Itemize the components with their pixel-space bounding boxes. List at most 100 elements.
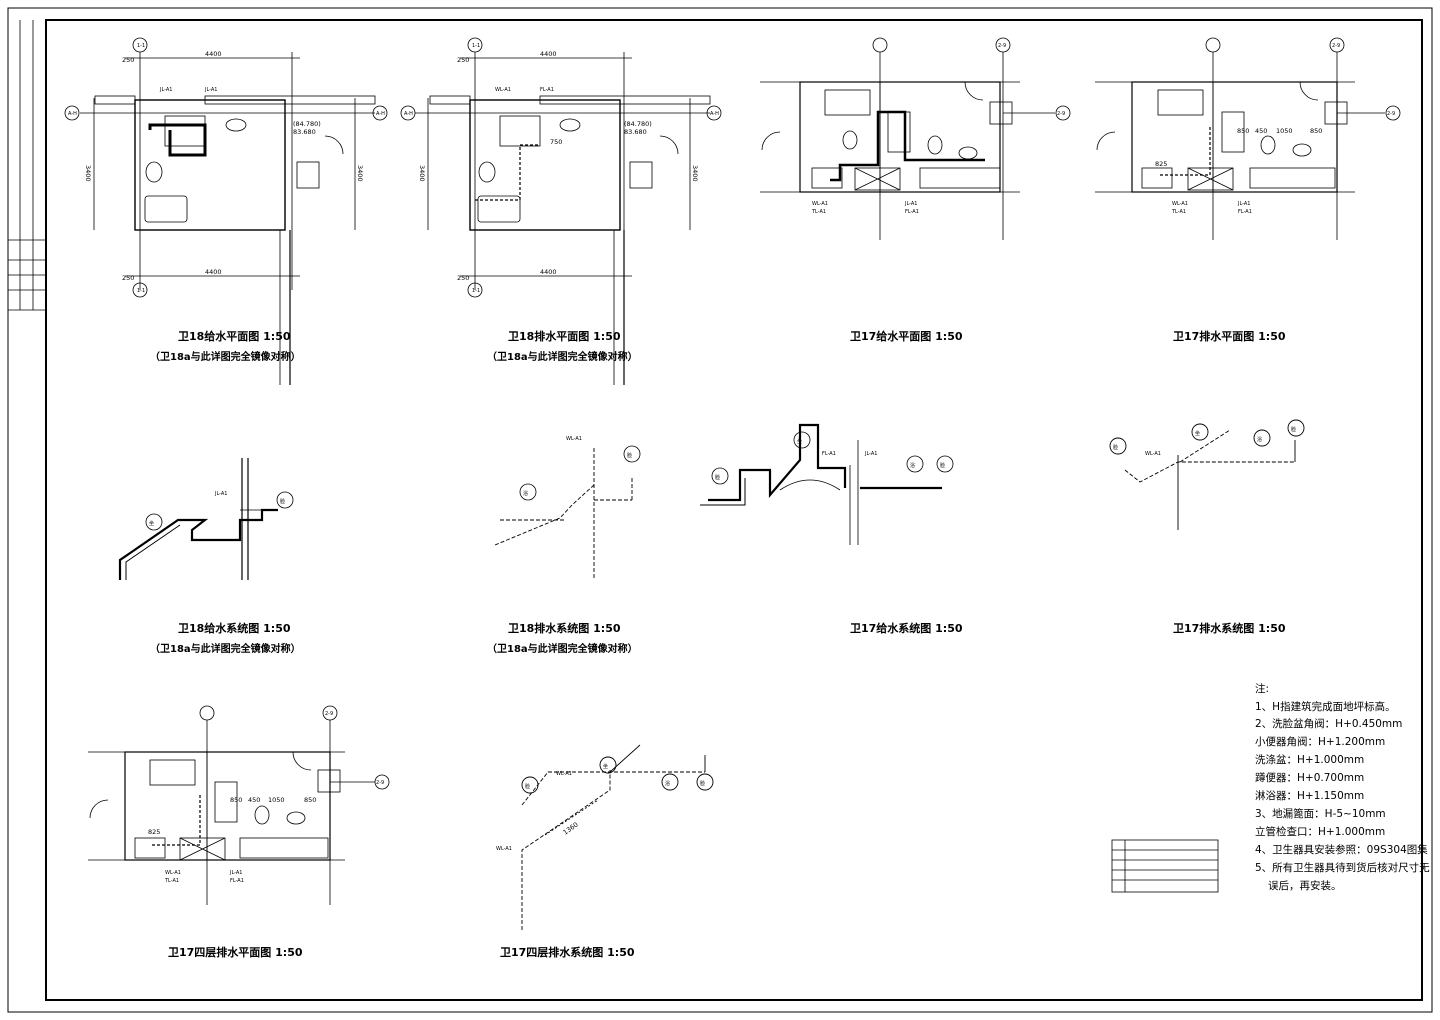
fixture-label: 坐 <box>149 520 154 527</box>
dim-text: 4400 <box>205 50 222 58</box>
system-17-drain <box>1109 419 1305 530</box>
axis-label: 2-9 <box>376 780 384 786</box>
pipe-tag: WL-A1 <box>495 87 511 93</box>
plan-17-4f-drain-title: 卫17四层排水平面图 1:50 <box>168 945 303 959</box>
pipe-tag: WL-A1 <box>1145 451 1161 457</box>
dim-text: 825 <box>1155 160 1167 168</box>
system-18-drain-title: 卫18排水系统图 1:50 <box>508 621 621 635</box>
plan-18-supply-note: （卫18a与此详图完全镜像对称） <box>150 350 301 363</box>
note-line: 1、H指建筑完成面地坪标高。 <box>1255 700 1396 713</box>
dim-text: 3400 <box>356 165 364 182</box>
system-18-supply <box>118 458 294 580</box>
dim-text: 850 <box>1237 127 1249 135</box>
elevation-text: 83.680 <box>624 128 647 136</box>
plan-18-supply <box>64 37 388 385</box>
note-line: 3、地漏篦面：H-5~10mm <box>1255 807 1386 820</box>
dim-text: 3400 <box>691 165 699 182</box>
axis-label: 2-9 <box>1387 111 1395 117</box>
plan-18-supply-title: 卫18给水平面图 1:50 <box>178 329 291 343</box>
dim-text: 450 <box>1255 127 1267 135</box>
note-line: 洗涤盆：H+1.000mm <box>1255 753 1364 766</box>
note-line: 蹲便器：H+0.700mm <box>1255 771 1364 784</box>
note-line: 淋浴器：H+1.150mm <box>1255 789 1364 802</box>
fixture-label: 浴 <box>665 780 670 787</box>
pipe-tag: TL-A1 <box>164 878 179 884</box>
notes-block: 注: 1、H指建筑完成面地坪标高。 2、洗脸盆角阀：H+0.450mm 小便器角… <box>1255 682 1430 892</box>
pipe-tag: FL-A1 <box>1238 209 1252 215</box>
dim-text: 1050 <box>1276 127 1293 135</box>
system-17-4f-drain <box>521 744 714 930</box>
dim-text: 750 <box>550 138 562 146</box>
system-18-supply-title: 卫18给水系统图 1:50 <box>178 621 291 635</box>
dim-text: 1050 <box>268 796 285 804</box>
axis-label: 2-9 <box>1332 43 1340 49</box>
plan-17-supply <box>760 37 1071 240</box>
dim-text: 250 <box>457 274 469 282</box>
axis-label: 1-1 <box>472 43 480 49</box>
pipe-tag: FL-A1 <box>822 451 836 457</box>
pipe-tag: JL-A1 <box>159 87 172 93</box>
axis-label: A-H <box>68 111 77 117</box>
axis-label: 2-9 <box>998 43 1006 49</box>
inner-border <box>45 19 1423 1001</box>
outer-border <box>7 7 1433 1013</box>
legend-table <box>1111 839 1219 893</box>
axis-label: A-H <box>710 111 719 117</box>
dim-text: 250 <box>457 56 469 64</box>
axis-label: 1-1 <box>472 288 480 294</box>
fixture-label: 脸 <box>1291 426 1296 433</box>
axis-label: 1-1 <box>137 288 145 294</box>
note-line: 5、所有卫生器具待到货后核对尺寸无 <box>1255 861 1430 874</box>
pipe-tag: JL-A1 <box>1237 201 1250 207</box>
system-17-4f-drain-title: 卫17四层排水系统图 1:50 <box>500 945 635 959</box>
system-17-drain-title: 卫17排水系统图 1:50 <box>1173 621 1286 635</box>
pipe-tag: FL-A1 <box>230 878 244 884</box>
fixture-label: 脸 <box>627 452 632 459</box>
dim-text: 250 <box>122 274 134 282</box>
axis-label: 1-1 <box>137 43 145 49</box>
system-18-supply-note: （卫18a与此详图完全镜像对称） <box>150 642 301 655</box>
pipe-tag: FL-A1 <box>540 87 554 93</box>
system-17-supply-title: 卫17给水系统图 1:50 <box>850 621 963 635</box>
axis-label: 2-9 <box>325 711 333 717</box>
system-17-supply <box>700 423 954 545</box>
note-line: 小便器角阀：H+1.200mm <box>1255 735 1385 748</box>
dim-text: 450 <box>248 796 260 804</box>
dim-text: 850 <box>230 796 242 804</box>
fixture-label: 脸 <box>940 462 945 469</box>
pipe-tag: WL-A1 <box>556 771 572 777</box>
axis-label: A-H <box>376 111 385 117</box>
dim-text: 3400 <box>418 165 426 182</box>
pipe-tag: JL-A1 <box>204 87 217 93</box>
pipe-tag: WL-A1 <box>1172 201 1188 207</box>
axis-label: 2-9 <box>1057 111 1065 117</box>
plan-18-drain <box>400 37 722 385</box>
binding-strip <box>8 20 46 311</box>
note-line: 立管检查口：H+1.000mm <box>1255 825 1385 838</box>
fixture-label: 脸 <box>280 498 285 505</box>
pipe-tag: JL-A1 <box>214 491 227 497</box>
fixture-label: 坐 <box>797 438 802 445</box>
fixture-label: 脸 <box>715 474 720 481</box>
fixture-label: 浴 <box>910 462 915 469</box>
elevation-text: (84.780) <box>624 120 652 128</box>
plan-18-drain-note: （卫18a与此详图完全镜像对称） <box>487 350 638 363</box>
dim-text: 250 <box>122 56 134 64</box>
fixture-label: 浴 <box>1257 436 1262 443</box>
dim-text: 4400 <box>205 268 222 276</box>
plan-17-drain-title: 卫17排水平面图 1:50 <box>1173 329 1286 343</box>
fixture-label: 坐 <box>603 763 608 770</box>
pipe-tag: JL-A1 <box>904 201 917 207</box>
dim-text: 4400 <box>540 50 557 58</box>
axis-label: A-H <box>404 111 413 117</box>
dim-text: 850 <box>304 796 316 804</box>
pipe-tag: FL-A1 <box>905 209 919 215</box>
elevation-text: (84.780) <box>293 120 321 128</box>
dim-text: 850 <box>1310 127 1322 135</box>
pipe-tag: JL-A1 <box>864 451 877 457</box>
system-18-drain <box>494 448 633 580</box>
fixture-label: 脸 <box>700 780 705 787</box>
fixture-label: 浴 <box>523 490 528 497</box>
dim-text: 825 <box>148 828 160 836</box>
